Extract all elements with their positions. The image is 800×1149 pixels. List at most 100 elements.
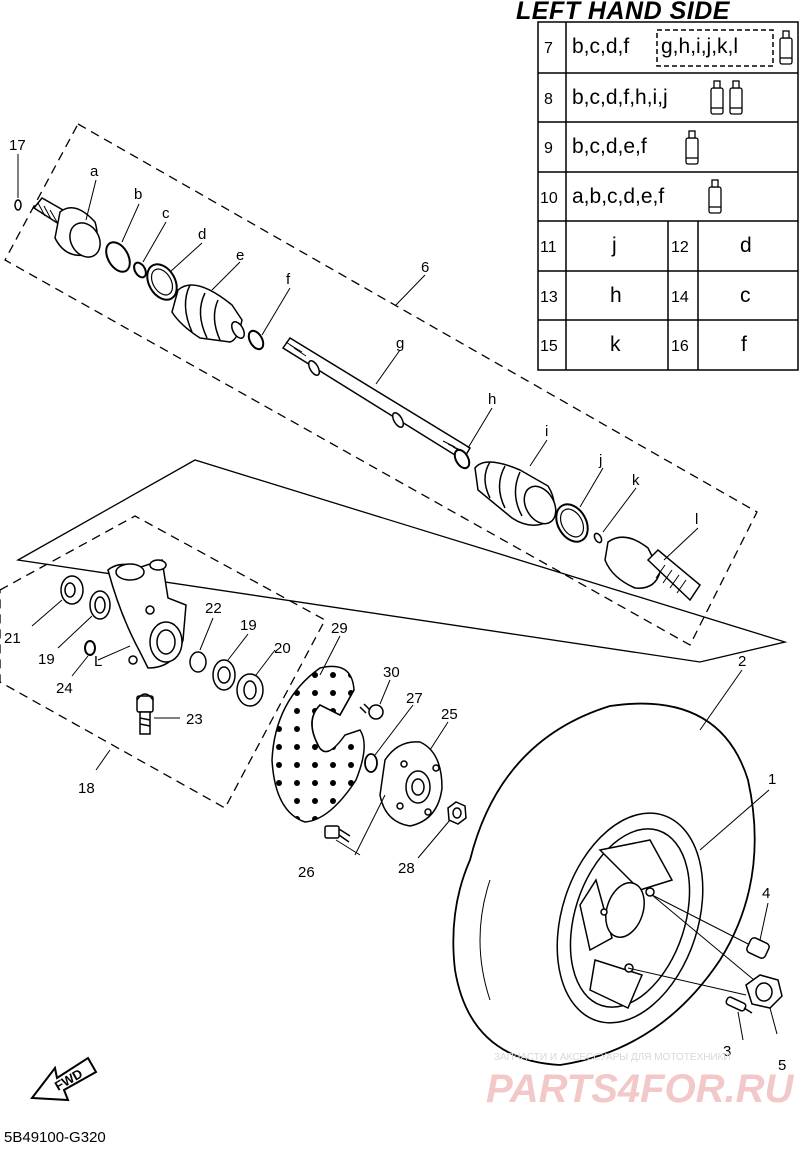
watermark: ЗАПЧАСТИ И АКСЕССУАРЫ ДЛЯ МОТОТЕХНИКИ PA… (486, 1052, 795, 1111)
callout-29: 29 (331, 620, 348, 637)
callout-3: 3 (723, 1043, 731, 1060)
shaft-kit-dashed-outline (4, 123, 758, 646)
circlip-24 (84, 640, 96, 656)
grease-tube-icon (708, 179, 722, 214)
bearing-19-right (212, 659, 236, 691)
row-13-number: 13 (540, 289, 558, 306)
callout-h: h (488, 391, 496, 408)
callout-26: 26 (298, 864, 315, 881)
cap-4 (746, 937, 770, 959)
o-ring-27 (364, 753, 378, 773)
row-15-part: k (610, 333, 621, 356)
callout-6: 6 (421, 259, 429, 276)
ring-c (133, 261, 147, 279)
oil-seal-20 (236, 673, 264, 707)
callout-labels: 17 a b c d e f 6 g h i j k l 21 19 24 L … (4, 137, 786, 1074)
ring-k (593, 532, 603, 544)
valve-3 (725, 996, 753, 1014)
row-11-number: 11 (540, 239, 557, 256)
callout-21: 21 (4, 630, 21, 647)
heading-left-hand-side: LEFT HAND SIDE (516, 0, 731, 25)
knuckle-dashed-outline (0, 515, 326, 809)
fwd-arrow-icon: FWD (30, 1056, 98, 1102)
callout-f: f (286, 271, 291, 288)
callout-24: 24 (56, 680, 73, 697)
row-12-number: 12 (671, 239, 689, 256)
bearing-19-left (89, 590, 111, 620)
grease-tube-icon (729, 80, 743, 115)
watermark-site: PARTS4FOR.RU (486, 1067, 795, 1111)
ball-joint-23 (136, 693, 154, 735)
ring-17 (14, 199, 22, 211)
row-9-number: 9 (544, 140, 553, 157)
kit-table (537, 21, 799, 371)
callout-b: b (134, 186, 142, 203)
row-15-number: 15 (540, 338, 558, 355)
callout-22: 22 (205, 600, 222, 617)
circlip-b (105, 241, 131, 273)
leader-lines (17, 154, 778, 1041)
nut-28 (447, 801, 467, 825)
callout-1: 1 (768, 771, 776, 788)
knuckle (107, 559, 187, 669)
spacer-22 (189, 651, 207, 673)
callout-19-left: 19 (38, 651, 55, 668)
shaft-part-g (281, 336, 472, 462)
knuckle-assembly (0, 459, 788, 809)
callout-2: 2 (738, 653, 746, 670)
wheel-rim-1 (556, 812, 704, 1024)
row-7-number: 7 (544, 40, 553, 57)
row-9-parts: b,c,d,e,f (572, 135, 647, 158)
callout-L: L (94, 653, 102, 670)
boot-i (474, 461, 557, 526)
knuckle-kit-outline (16, 459, 788, 663)
boot-e (171, 284, 245, 343)
wheel-hub-25 (379, 741, 443, 827)
boot-band-d (146, 263, 178, 301)
watermark-tagline: ЗАПЧАСТИ И АКСЕССУАРЫ ДЛЯ МОТОТЕХНИКИ (494, 1052, 731, 1063)
callout-28: 28 (398, 860, 415, 877)
lines-hub-to-nut (627, 894, 761, 996)
callout-20: 20 (274, 640, 291, 657)
grease-tube-icon (685, 130, 699, 165)
inboard-cv-joint-l (604, 536, 701, 602)
row-7-parts: b,c,d,f (572, 35, 629, 58)
dust-seal-21 (60, 575, 84, 605)
row-14-part: c (740, 284, 751, 307)
wheel-nut-5 (745, 974, 783, 1009)
callout-g: g (396, 335, 404, 352)
row-8-number: 8 (544, 91, 553, 108)
row-14-number: 14 (671, 289, 689, 306)
bolt-30 (359, 703, 384, 720)
callout-27: 27 (406, 690, 423, 707)
callout-j: j (598, 452, 602, 469)
grease-tube-icon (710, 80, 724, 115)
callout-i: i (545, 423, 548, 440)
callout-c: c (162, 205, 170, 222)
bolt-26 (324, 825, 351, 843)
callout-23: 23 (186, 711, 203, 728)
boot-band-h (453, 448, 471, 470)
grease-tube-icons (685, 30, 793, 214)
diagram-code: 5B49100-G320 (4, 1129, 106, 1144)
callout-e: e (236, 247, 244, 264)
row-12-part: d (740, 234, 752, 257)
row-16-number: 16 (671, 338, 689, 355)
row-8-parts: b,c,d,f,h,i,j (572, 86, 668, 109)
grease-tube-icon (779, 30, 793, 65)
row-11-part: j (611, 234, 617, 257)
callout-30: 30 (383, 664, 400, 681)
row-16-part: f (741, 333, 747, 356)
row-13-part: h (610, 284, 622, 307)
callout-a: a (90, 163, 99, 180)
callout-17: 17 (9, 137, 26, 154)
kit-table-text: 7 b,c,d,f g,h,i,j,k,l 8 b,c,d,f,h,i,j 9 … (540, 35, 752, 356)
callout-5: 5 (778, 1057, 786, 1074)
callout-18: 18 (78, 780, 95, 797)
row-10-number: 10 (540, 190, 558, 207)
boot-band-f (247, 329, 265, 351)
callout-25: 25 (441, 706, 458, 723)
row-7-boxed-parts: g,h,i,j,k,l (661, 35, 738, 58)
